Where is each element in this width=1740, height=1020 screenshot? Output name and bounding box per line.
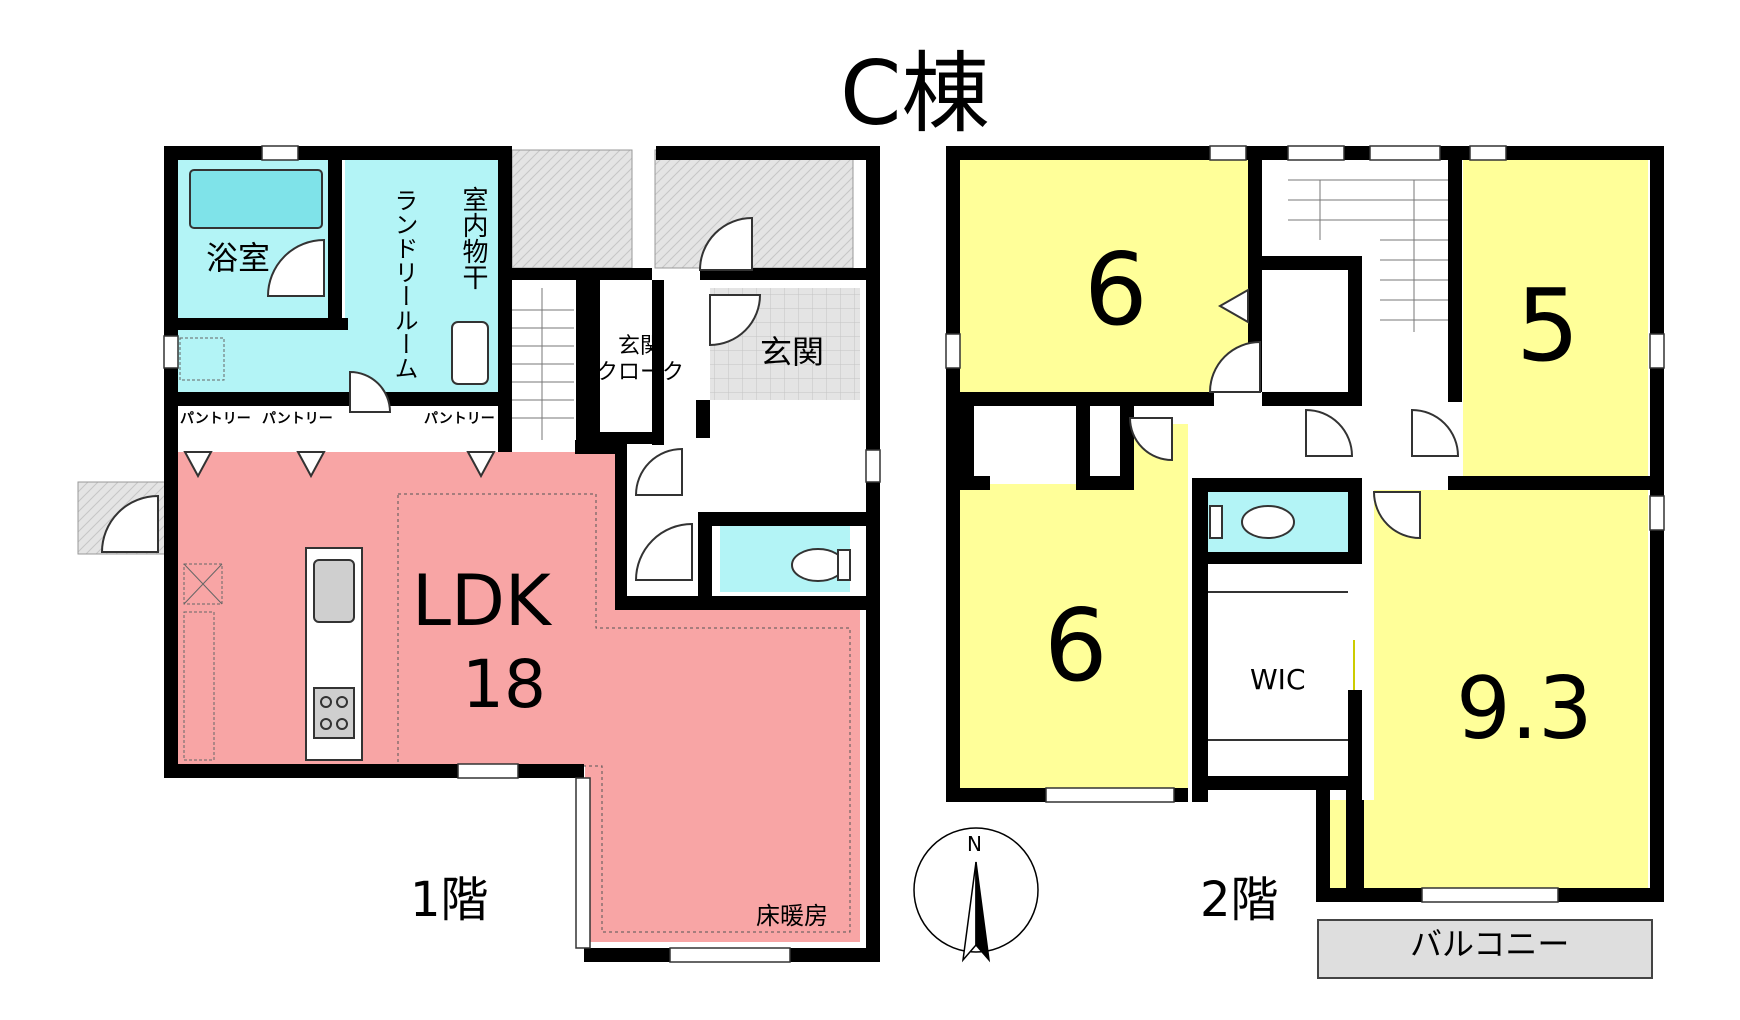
room-label-drying: 室内物干 (458, 186, 488, 290)
floor-1-doors (100, 216, 762, 581)
pantry-label-1: パントリー (180, 411, 251, 427)
pantry-label-3: パントリー (424, 411, 495, 427)
floor-heating-label: 床暖房 (756, 902, 828, 930)
room-label-genkan: 玄関 (760, 333, 825, 371)
bedroom-nw (960, 160, 1248, 392)
floor-1-walls (164, 146, 880, 962)
floor-2-windows (945, 145, 1665, 903)
room-label-genkan-cloak-1: 玄関 (618, 334, 663, 359)
entrance-porch-tile (654, 149, 854, 269)
room-size-ldk: 18 (462, 646, 546, 723)
room-size-bed-sw: 6 (1044, 587, 1108, 704)
room-size-bed-nw: 6 (1084, 231, 1148, 348)
balcony-area (1317, 919, 1653, 979)
cupboard-space (183, 611, 215, 761)
bedroom-ne (1463, 160, 1648, 478)
floor-2-label: 2階 (1200, 872, 1279, 928)
room-label-genkan-cloak-2: クローク (596, 360, 685, 385)
stairs-2 (1288, 160, 1448, 332)
floor-1-label: 1階 (410, 872, 489, 928)
sink-icon (313, 559, 355, 623)
room-size-bed-se: 9.3 (1456, 659, 1593, 759)
pantry-markers (183, 451, 496, 479)
stove-icon (313, 687, 355, 739)
page-title: C棟 (840, 42, 990, 145)
bedroom-se (1330, 490, 1648, 888)
floor-1-windows (163, 145, 881, 963)
room-label-ldk: LDK (412, 560, 551, 642)
compass (913, 827, 1039, 963)
toilet-icon (791, 548, 845, 582)
floor-2-doors (1128, 288, 1460, 540)
laundry-room (345, 160, 498, 320)
laundry-lower (178, 318, 498, 392)
floor-1-plan (77, 145, 881, 963)
bathtub-icon (189, 169, 323, 229)
room-size-bed-ne: 5 (1516, 267, 1580, 384)
room-label-wic: WIC (1250, 663, 1306, 696)
room-label-laundry: ランドリールーム (390, 188, 418, 380)
toilet-2-icon (1241, 505, 1295, 539)
washer-space (179, 337, 225, 381)
bedroom-sw (960, 424, 1188, 788)
room-label-bath: 浴室 (206, 239, 271, 277)
compass-north-label: N (967, 832, 982, 856)
fridge-space (183, 563, 223, 605)
pantry-label-2: パントリー (262, 411, 333, 427)
floor-2-plan (945, 145, 1665, 979)
washbasin-icon (451, 321, 489, 385)
balcony-label: バルコニー (1410, 925, 1570, 963)
porch-tile (511, 149, 633, 269)
